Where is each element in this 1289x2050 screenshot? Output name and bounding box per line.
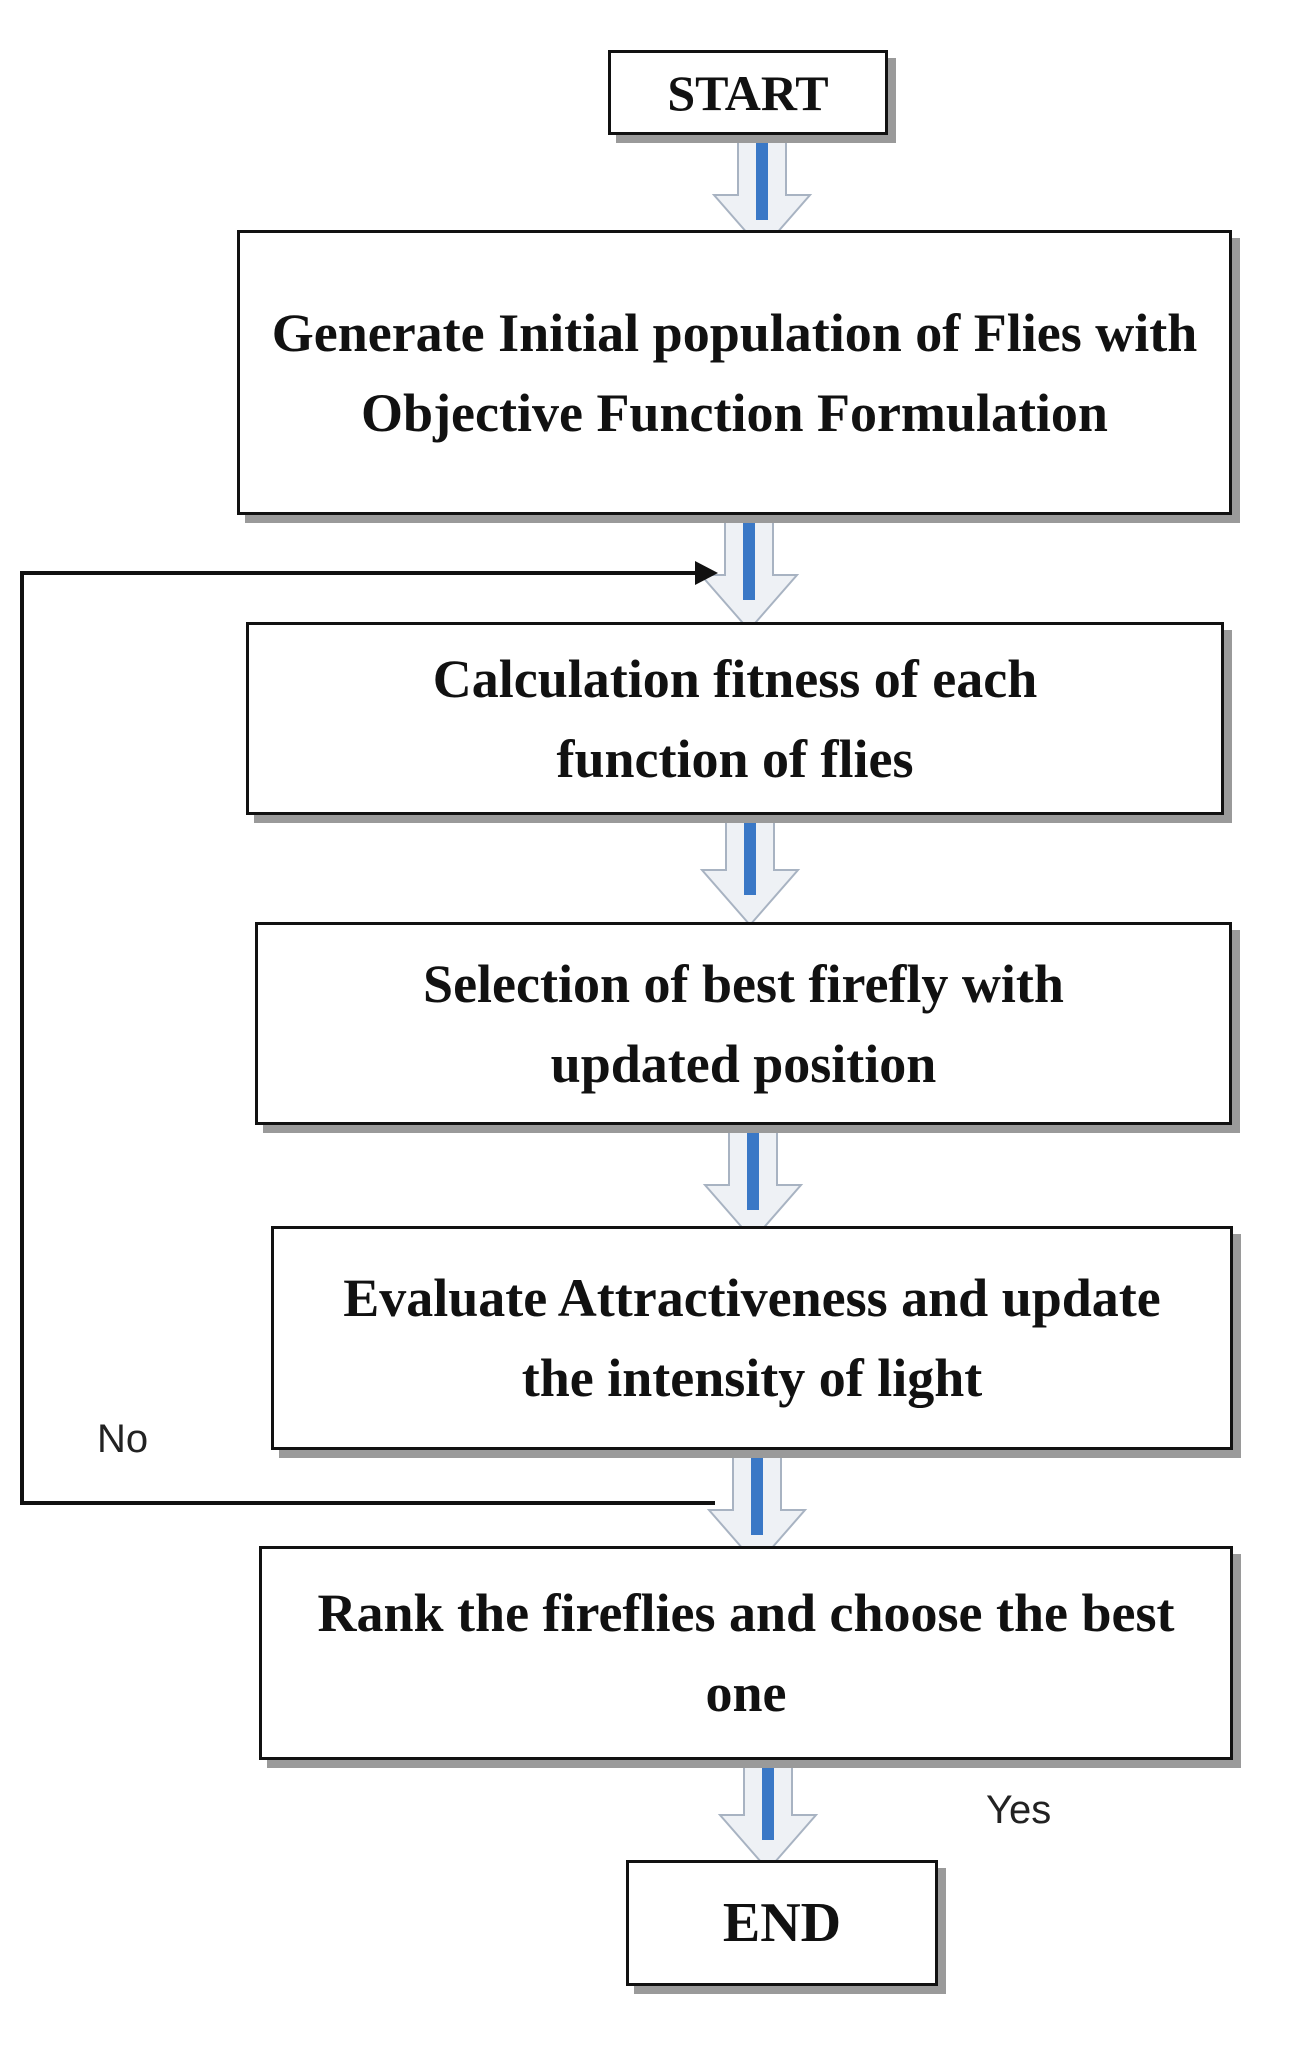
no-label: No (97, 1417, 149, 1461)
flow-arrow (699, 814, 801, 927)
rank-fireflies-node: Rank the fireflies and choose the best o… (259, 1546, 1233, 1760)
rank-fireflies-label: Rank the fireflies and choose the best o… (317, 1583, 1175, 1723)
evaluate-attractiveness-label: Evaluate Attractiveness and update the i… (343, 1268, 1161, 1408)
generate-population-label: Generate Initial population of Flies wit… (271, 302, 1198, 443)
flow-arrow (711, 134, 813, 252)
select-best-firefly-label: Selection of best firefly with updated p… (423, 953, 1064, 1094)
flow-arrow (698, 514, 800, 632)
evaluate-attractiveness-node: Evaluate Attractiveness and update the i… (271, 1226, 1233, 1450)
select-best-firefly-node: Selection of best firefly with updated p… (255, 922, 1232, 1125)
end-label: END (722, 1892, 842, 1954)
feedback-loop-line (20, 561, 718, 1505)
start-node: START (608, 50, 888, 135)
flow-arrow (706, 1449, 808, 1567)
calculate-fitness-node: Calculation fitness of each function of … (246, 622, 1224, 815)
calculate-fitness-label: Calculation fitness of each function of … (432, 648, 1038, 789)
start-label: START (667, 64, 829, 121)
flow-arrow (717, 1759, 819, 1872)
yes-label: Yes (986, 1788, 1052, 1832)
flow-arrow (702, 1124, 804, 1242)
end-node: END (626, 1860, 938, 1986)
generate-population-node: Generate Initial population of Flies wit… (237, 230, 1232, 515)
